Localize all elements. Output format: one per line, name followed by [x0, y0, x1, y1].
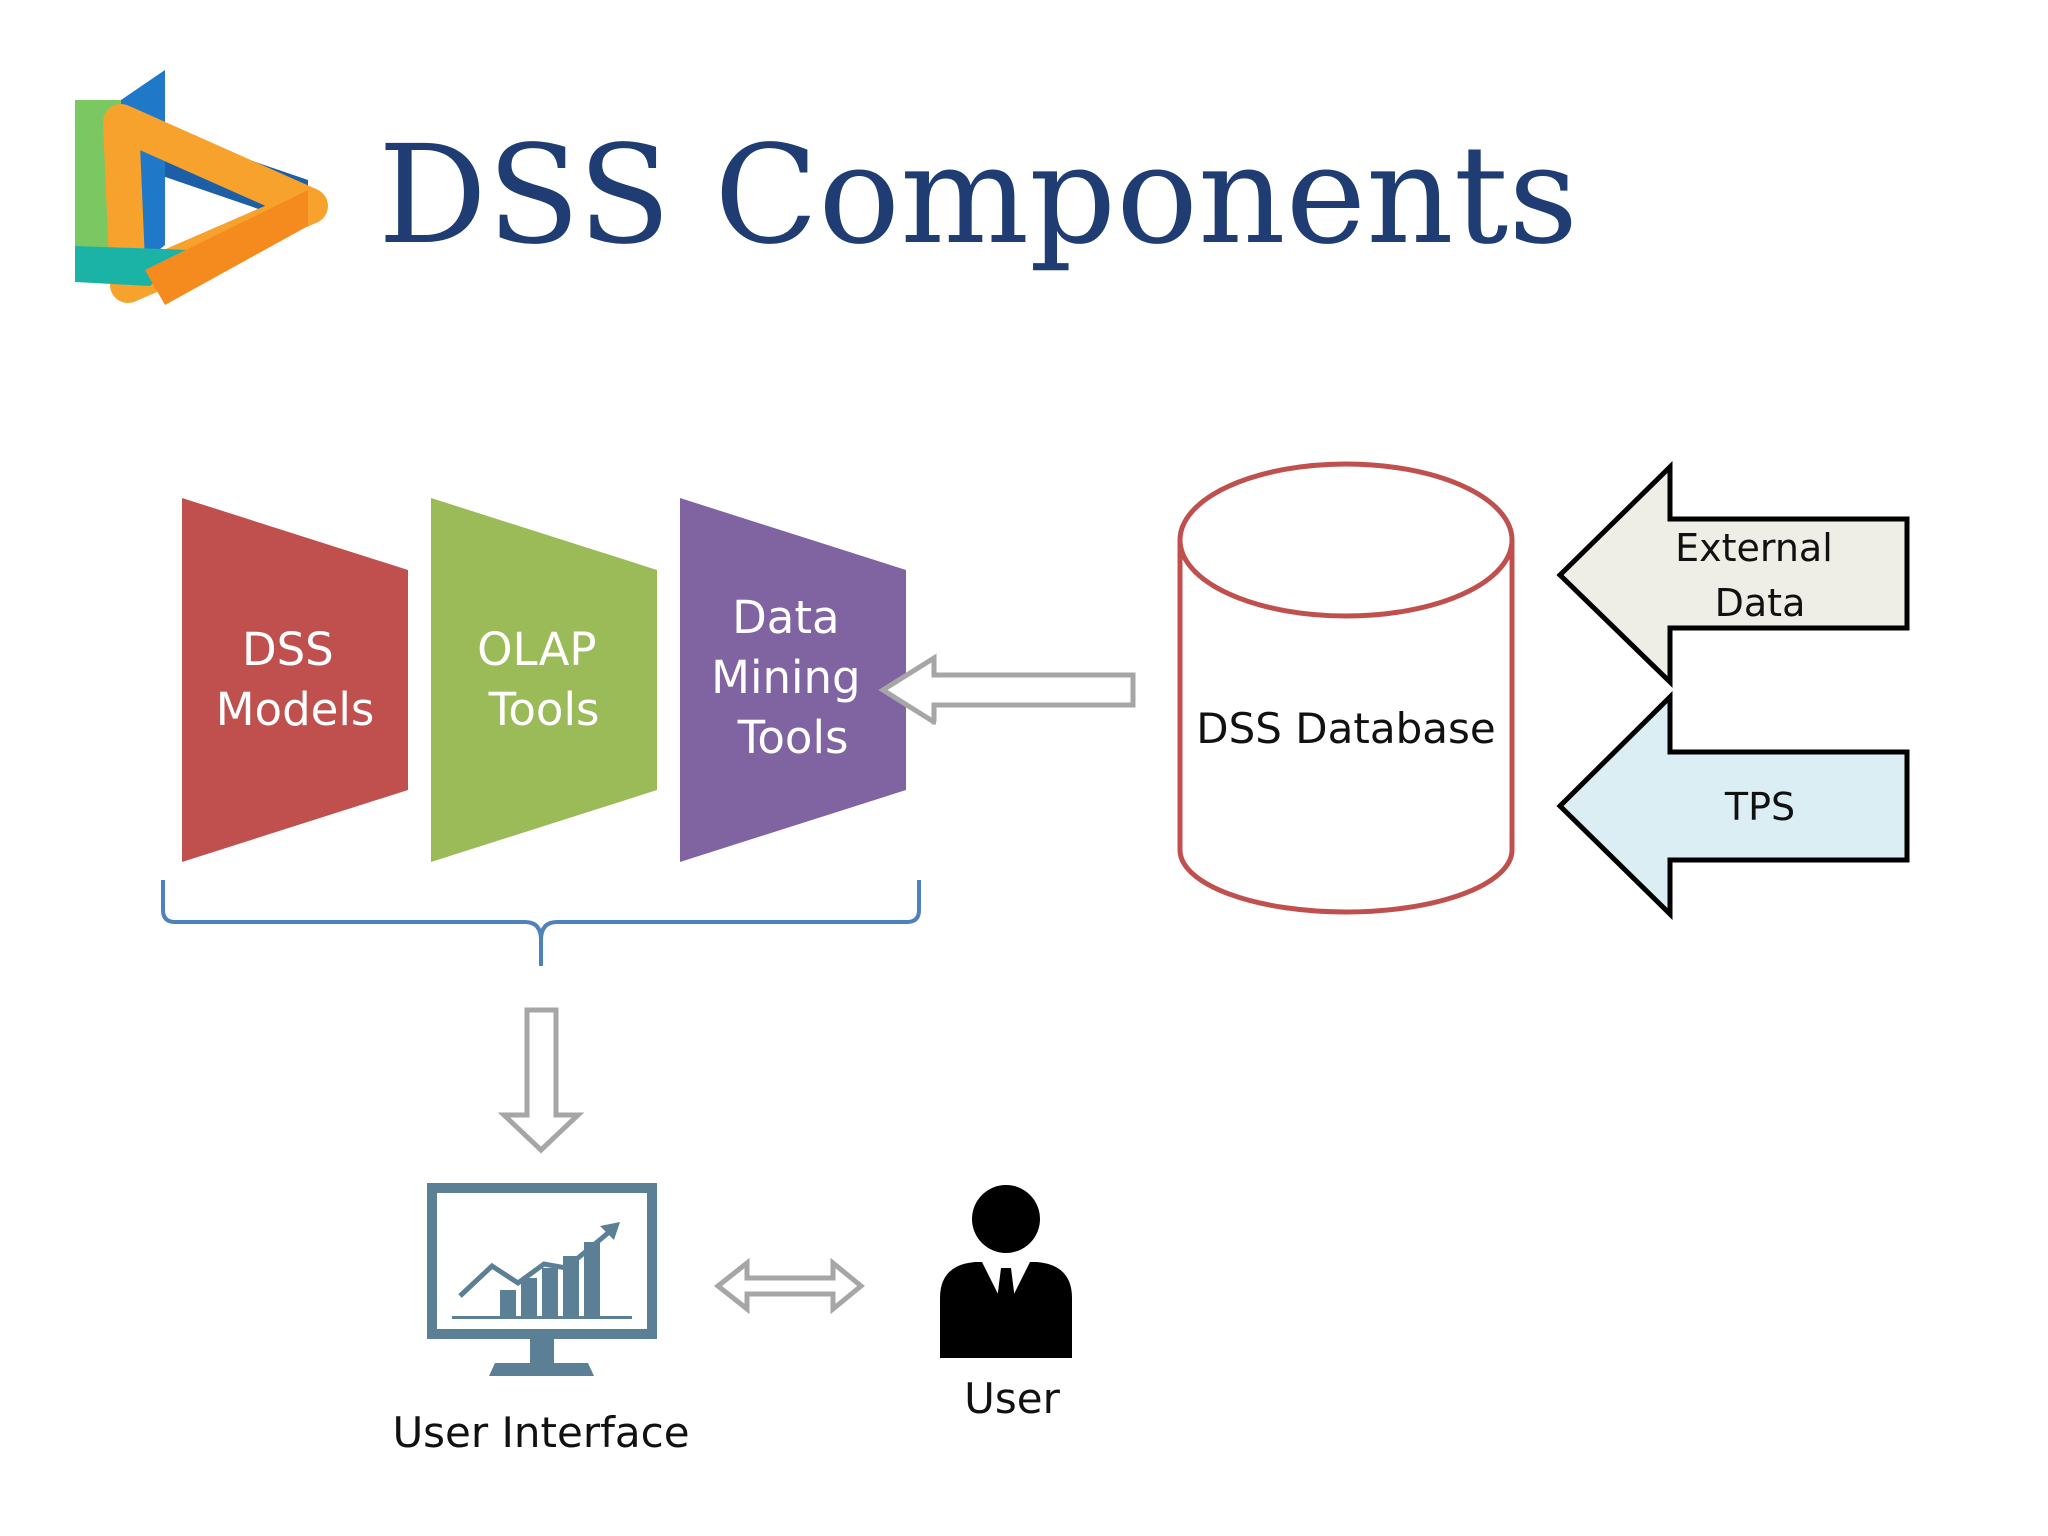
dss-database: DSS Database [1177, 461, 1515, 915]
source-label-line: Data [1715, 581, 1806, 625]
component-label-line: Mining [711, 651, 860, 704]
bracket [161, 880, 921, 966]
user-icon [940, 1185, 1072, 1358]
source-external-data: External Data [1556, 461, 1910, 688]
arrow-down-icon [497, 1007, 585, 1154]
source-label-line: External [1675, 526, 1833, 570]
component-label: Data Mining Tools [711, 591, 875, 764]
component-olap-tools: OLAP Tools [431, 498, 657, 862]
component-label: DSS Models [216, 623, 375, 736]
source-label: External Data [1675, 526, 1845, 625]
component-label-line: Data [732, 591, 839, 644]
component-label: OLAP Tools [477, 623, 611, 736]
arrow-left-icon [878, 653, 1136, 725]
source-label: TPS [1724, 785, 1795, 829]
monitor-chart-icon [427, 1183, 657, 1376]
double-arrow-icon [713, 1257, 865, 1315]
page-title: DSS Components [378, 117, 1578, 275]
component-label-line: Tools [737, 711, 849, 764]
component-dss-models: DSS Models [182, 498, 408, 862]
component-label-line: Models [216, 683, 375, 736]
database-label: DSS Database [1196, 704, 1495, 753]
component-label-line: Tools [488, 683, 600, 736]
user-interface-label: User Interface [392, 1408, 689, 1457]
component-label-line: OLAP [477, 623, 596, 676]
logo-icon [75, 70, 328, 305]
component-data-mining-tools: Data Mining Tools [680, 498, 906, 862]
source-tps: TPS [1556, 691, 1910, 920]
component-label-line: DSS [242, 623, 334, 676]
user-label: User [964, 1374, 1060, 1423]
